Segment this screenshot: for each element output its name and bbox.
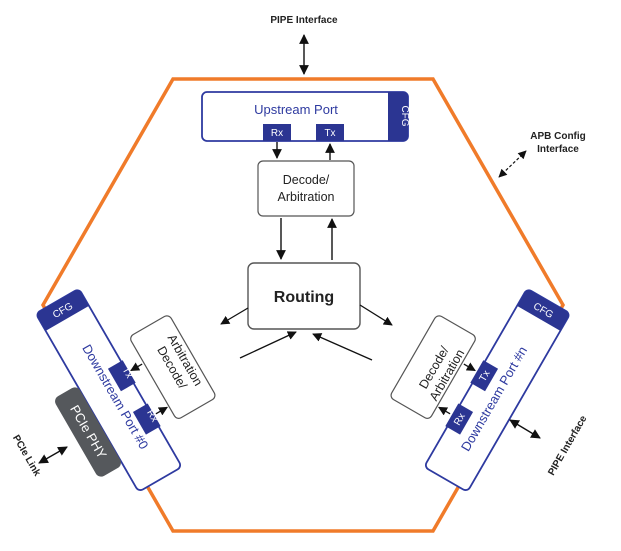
apb-config-arrow [498, 150, 527, 178]
arrow-right-decode-to-routing [312, 333, 373, 361]
downstream-port-left-group: CFG Downstream Port #0 Tx Rx Decode/ Arb… [36, 289, 216, 491]
pipe-interface-right-label: PIPE Interface [546, 414, 589, 478]
downstream-n-rx-label: Rx [452, 412, 468, 428]
decode-arbitration-left [130, 315, 216, 419]
arrow-routing-to-right-decode [359, 304, 393, 326]
downstream-0-rx-label: Rx [144, 408, 160, 424]
downstream-n-tx-tag [470, 360, 499, 392]
arrow-left-decode-to-tx [130, 362, 143, 372]
decode-arbitration-top: Decode/ Arbitration [257, 160, 355, 217]
downstream-0-rx-tag [132, 403, 161, 435]
arrow-right-decode-to-tx [463, 362, 476, 372]
upstream-tx-label: Tx [324, 128, 335, 139]
upstream-cfg-tag: CFG [399, 105, 410, 126]
decode-top-line2: Arbitration [278, 190, 335, 204]
downstream-n-rx-tag [445, 403, 474, 435]
routing-block: Routing [247, 262, 361, 330]
downstream-n-tx-label: Tx [478, 369, 493, 384]
arrow-left-decode-to-routing [239, 331, 297, 359]
pipe-interface-top-label: PIPE Interface [270, 15, 338, 26]
arrow-left-rx-to-decode [155, 406, 168, 416]
upstream-rx-tag [263, 124, 291, 141]
pipe-interface-right-arrow [509, 419, 541, 439]
upstream-tx-tag [316, 124, 344, 141]
routing-label: Routing [274, 289, 334, 306]
decode-arbitration-right [390, 315, 476, 419]
pcie-link-label: PCIe Link [10, 433, 43, 478]
downstream-0-tx-tag [107, 360, 136, 392]
arrow-routing-to-left-decode [220, 307, 249, 325]
arrow-right-rx-to-decode [438, 406, 451, 416]
upstream-port-title: Upstream Port [254, 102, 338, 117]
upstream-port: CFG Upstream Port Rx Tx [201, 91, 410, 142]
upstream-rx-label: Rx [271, 128, 283, 139]
pcie-link-arrow [38, 446, 68, 464]
decode-top-line1: Decode/ [283, 173, 330, 187]
apb-config-label-line1: APB Config [530, 131, 586, 142]
apb-config-label-line2: Interface [537, 144, 579, 155]
